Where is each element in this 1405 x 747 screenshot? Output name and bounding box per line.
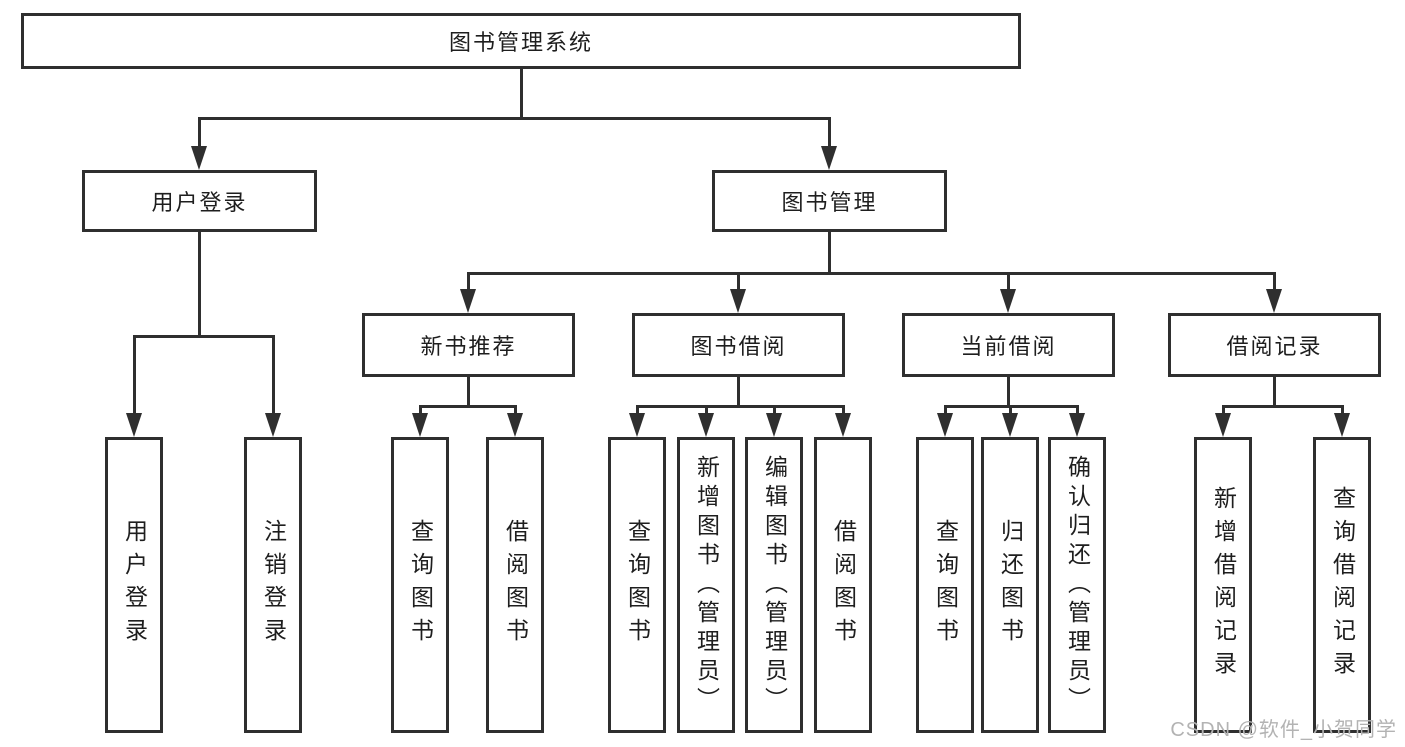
node-label: 用户登录 — [121, 519, 148, 651]
node-label: 图书借阅 — [690, 334, 787, 359]
node-label: 借阅图书 — [502, 519, 529, 651]
leaf-query-books-recommend: 查询图书 — [391, 437, 449, 733]
node-label: 编辑图书（管理员） — [761, 454, 788, 716]
node-book-borrowing: 图书借阅 — [632, 313, 845, 377]
node-label: 确认归还（管理员） — [1064, 454, 1091, 716]
node-label: 借阅图书 — [830, 519, 857, 651]
connector-stem — [773, 405, 776, 417]
arrow-down-icon — [730, 289, 746, 313]
connector-stem — [944, 405, 947, 417]
connector-stem — [828, 117, 831, 149]
arrow-down-icon — [1000, 289, 1016, 313]
leaf-edit-books-admin: 编辑图书（管理员） — [745, 437, 803, 733]
node-label: 新增图书（管理员） — [693, 454, 720, 716]
connector-stem — [1076, 405, 1079, 417]
connector-root-hline — [198, 117, 831, 120]
connector-stub — [737, 377, 740, 408]
leaf-borrow-books: 借阅图书 — [814, 437, 872, 733]
connector-userlogin-stub — [198, 232, 201, 338]
leaf-return-books: 归还图书 — [981, 437, 1039, 733]
node-user-login: 用户登录 — [82, 170, 317, 232]
node-library-management-system: 图书管理系统 — [21, 13, 1021, 69]
arrow-down-icon — [507, 413, 523, 437]
arrow-down-icon — [126, 413, 142, 437]
leaf-confirm-return-admin: 确认归还（管理员） — [1048, 437, 1106, 733]
node-current-borrowing: 当前借阅 — [902, 313, 1115, 377]
connector-stem — [842, 405, 845, 417]
leaf-query-borrow-record: 查询借阅记录 — [1313, 437, 1371, 733]
connector-stem — [1222, 405, 1225, 417]
leaf-user-login: 用户登录 — [105, 437, 163, 733]
node-label: 图书管理 — [781, 190, 878, 215]
arrow-down-icon — [1002, 413, 1018, 437]
node-label: 图书管理系统 — [448, 30, 593, 55]
connector-stub — [1007, 377, 1010, 408]
node-label: 用户登录 — [151, 190, 248, 215]
arrow-down-icon — [937, 413, 953, 437]
connector-hline — [419, 405, 517, 408]
leaf-logout: 注销登录 — [244, 437, 302, 733]
node-label: 新增借阅记录 — [1210, 486, 1237, 684]
watermark: CSDN @软件_小贺同学 — [1170, 719, 1397, 741]
connector-stem — [1009, 405, 1012, 417]
arrow-down-icon — [629, 413, 645, 437]
connector-stem — [467, 272, 470, 292]
connector-stem — [1341, 405, 1344, 417]
node-new-book-recommendation: 新书推荐 — [362, 313, 575, 377]
leaf-add-borrow-record: 新增借阅记录 — [1194, 437, 1252, 733]
arrow-down-icon — [766, 413, 782, 437]
arrow-down-icon — [412, 413, 428, 437]
leaf-query-books-borrowing: 查询图书 — [608, 437, 666, 733]
connector-stem — [198, 117, 201, 149]
arrow-down-icon — [1334, 413, 1350, 437]
node-label: 新书推荐 — [420, 334, 517, 359]
connector-stem — [636, 405, 639, 417]
arrow-down-icon — [698, 413, 714, 437]
leaf-query-books-current: 查询图书 — [916, 437, 974, 733]
connector-stem — [514, 405, 517, 417]
arrow-down-icon — [460, 289, 476, 313]
node-label: 查询图书 — [624, 519, 651, 651]
node-book-management: 图书管理 — [712, 170, 947, 232]
connector-stem — [272, 335, 275, 415]
connector-stem — [737, 272, 740, 292]
arrow-down-icon — [191, 146, 207, 170]
node-label: 当前借阅 — [960, 334, 1057, 359]
arrow-down-icon — [821, 146, 837, 170]
arrow-down-icon — [1069, 413, 1085, 437]
leaf-borrow-books-recommend: 借阅图书 — [486, 437, 544, 733]
node-borrowing-records: 借阅记录 — [1168, 313, 1381, 377]
node-label: 查询图书 — [407, 519, 434, 651]
connector-stem — [1007, 272, 1010, 292]
connector-stem — [705, 405, 708, 417]
leaf-add-books-admin: 新增图书（管理员） — [677, 437, 735, 733]
connector-hline — [636, 405, 845, 408]
arrow-down-icon — [1215, 413, 1231, 437]
arrow-down-icon — [1266, 289, 1282, 313]
node-label: 借阅记录 — [1226, 334, 1323, 359]
arrow-down-icon — [265, 413, 281, 437]
connector-userlogin-hline — [133, 335, 275, 338]
connector-stub — [467, 377, 470, 408]
connector-bookmgmt-hline — [467, 272, 1276, 275]
connector-root-stub — [520, 69, 523, 118]
connector-stem — [419, 405, 422, 417]
node-label: 归还图书 — [997, 519, 1024, 651]
node-label: 查询借阅记录 — [1329, 486, 1356, 684]
connector-stub — [1273, 377, 1276, 408]
connector-hline — [1222, 405, 1344, 408]
node-label: 注销登录 — [260, 519, 287, 651]
node-label: 查询图书 — [932, 519, 959, 651]
arrow-down-icon — [835, 413, 851, 437]
connector-bookmgmt-stub — [828, 232, 831, 273]
connector-stem — [1273, 272, 1276, 292]
connector-stem — [133, 335, 136, 415]
